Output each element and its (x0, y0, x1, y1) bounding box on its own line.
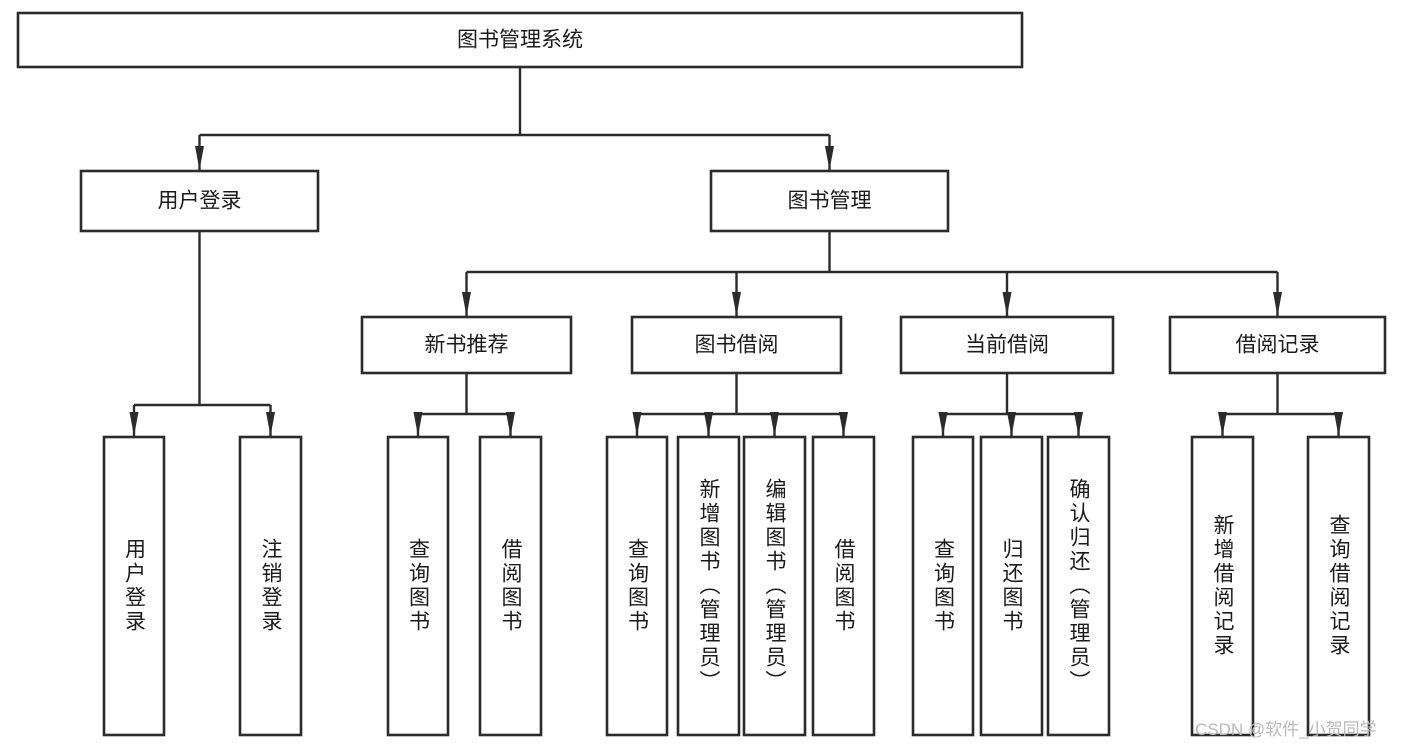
arrow-head-icon (195, 146, 204, 170)
node-leaf-box-0 (102, 435, 166, 737)
node-level2-box-1 (709, 169, 950, 233)
node-level2-box-0 (79, 169, 320, 233)
node-root-box (16, 11, 1024, 69)
csdn-watermark: CSDN @软件_小贺同学 (1195, 720, 1377, 739)
arrow-head-icon (770, 412, 779, 436)
arrow-head-icon (506, 412, 515, 436)
node-leaf-box-8 (911, 435, 975, 737)
node-level3-box-2 (899, 315, 1115, 375)
edges-layer (129, 67, 1343, 436)
arrow-head-icon (1218, 412, 1227, 436)
node-level3-label-2: 当前借阅 (965, 334, 1049, 357)
arrow-head-icon (1002, 292, 1012, 316)
node-leaf-box-1 (238, 435, 303, 737)
node-leaf-box-2 (386, 435, 450, 737)
arrow-head-icon (129, 412, 139, 436)
node-level3-box-0 (360, 315, 573, 375)
node-leaf-box-5 (676, 435, 741, 737)
node-leaf-box-12 (1306, 435, 1371, 737)
arrow-head-icon (704, 412, 713, 436)
node-level3-box-3 (1168, 315, 1387, 375)
arrow-head-icon (839, 412, 848, 436)
node-leaf-box-6 (742, 435, 807, 737)
arrow-head-icon (1334, 412, 1343, 436)
arrow-head-icon (266, 412, 275, 436)
node-level3-label-3: 借阅记录 (1236, 334, 1320, 357)
node-leaf-box-7 (811, 435, 876, 737)
node-level2-label-0: 用户登录 (158, 190, 242, 213)
arrow-head-icon (632, 412, 642, 436)
arrow-head-icon (413, 412, 423, 436)
node-leaf-box-3 (478, 435, 543, 737)
arrow-head-icon (1273, 292, 1282, 316)
node-level3-label-1: 图书借阅 (695, 334, 779, 357)
node-level2-label-1: 图书管理 (788, 190, 872, 213)
arrow-head-icon (1074, 412, 1083, 436)
node-level3-box-1 (630, 315, 843, 375)
node-root-label: 图书管理系统 (457, 29, 583, 52)
arrow-head-icon (1007, 412, 1016, 436)
node-leaf-box-10 (1046, 435, 1111, 737)
arrow-head-icon (732, 292, 741, 316)
node-level3-label-0: 新书推荐 (425, 334, 509, 357)
arrow-head-icon (825, 146, 834, 170)
node-leaf-box-11 (1190, 435, 1255, 737)
node-leaf-box-4 (605, 435, 669, 737)
node-leaf-box-9 (979, 435, 1044, 737)
arrow-head-icon (938, 412, 948, 436)
arrow-head-icon (462, 292, 471, 316)
